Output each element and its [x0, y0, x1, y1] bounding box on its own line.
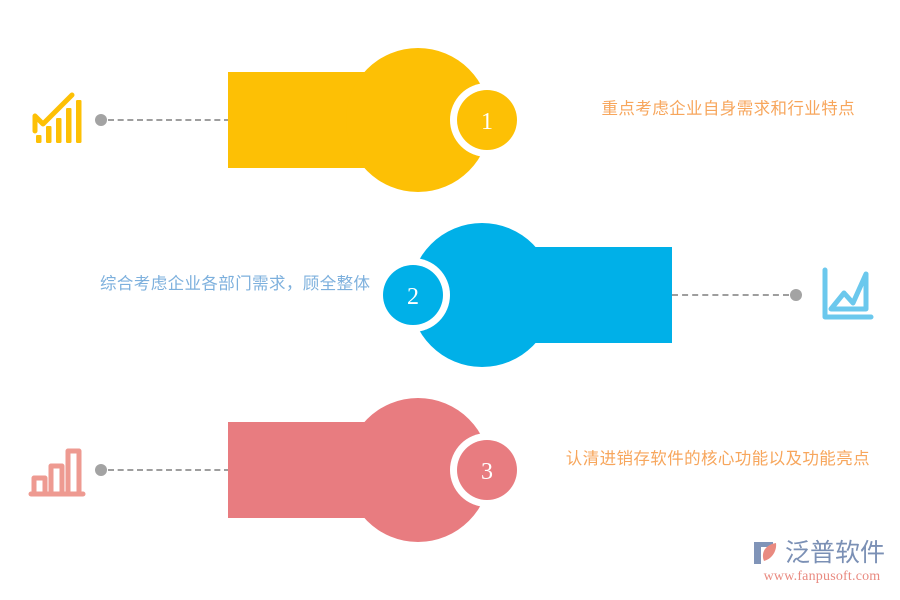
bar-chart-trend-icon	[22, 85, 92, 155]
connector-dot	[95, 464, 107, 476]
step-number-2: 2	[407, 284, 419, 310]
logo-row: 泛普软件	[752, 538, 892, 568]
step-description-1: 重点考虑企业自身需求和行业特点	[601, 99, 855, 118]
badge-circle	[457, 440, 517, 500]
step-banner-2[interactable]: 2	[376, 205, 672, 385]
line-chart-icon	[812, 260, 882, 330]
connector-line-3	[95, 464, 230, 476]
banner-disc	[346, 48, 490, 192]
connector-dot	[790, 289, 802, 301]
step-row-1: 1 重点考虑企业自身需求和行业特点	[0, 30, 900, 210]
badge-circle	[383, 265, 443, 325]
connector-dash	[108, 119, 230, 121]
connector-line-2	[672, 289, 802, 301]
connector-line-1	[95, 114, 230, 126]
step-banner-3[interactable]: 3	[228, 380, 524, 560]
fanpu-swoosh-logo-icon	[752, 538, 782, 568]
step-row-3: 3 认清进销存软件的核心功能以及功能亮点	[0, 380, 900, 560]
bar-chart-icon	[22, 435, 92, 505]
banner-disc	[346, 398, 490, 542]
step-row-2: 综合考虑企业各部门需求，顾全整体 2	[0, 205, 900, 385]
step-description-3: 认清进销存软件的核心功能以及功能亮点	[565, 449, 870, 468]
step-description-2: 综合考虑企业各部门需求，顾全整体	[100, 274, 371, 293]
connector-dash	[108, 469, 230, 471]
connector-dot	[95, 114, 107, 126]
connector-dash	[672, 294, 789, 296]
logo-company-name: 泛普软件	[785, 539, 886, 567]
logo-website-url: www.fanpusoft.com	[763, 569, 881, 584]
badge-circle	[457, 90, 517, 150]
step-number-1: 1	[481, 109, 493, 135]
company-logo: 泛普软件 www.fanpusoft.com	[752, 538, 892, 590]
banner-disc	[410, 223, 554, 367]
step-number-3: 3	[481, 459, 493, 485]
step-banner-1[interactable]: 1	[228, 30, 524, 210]
